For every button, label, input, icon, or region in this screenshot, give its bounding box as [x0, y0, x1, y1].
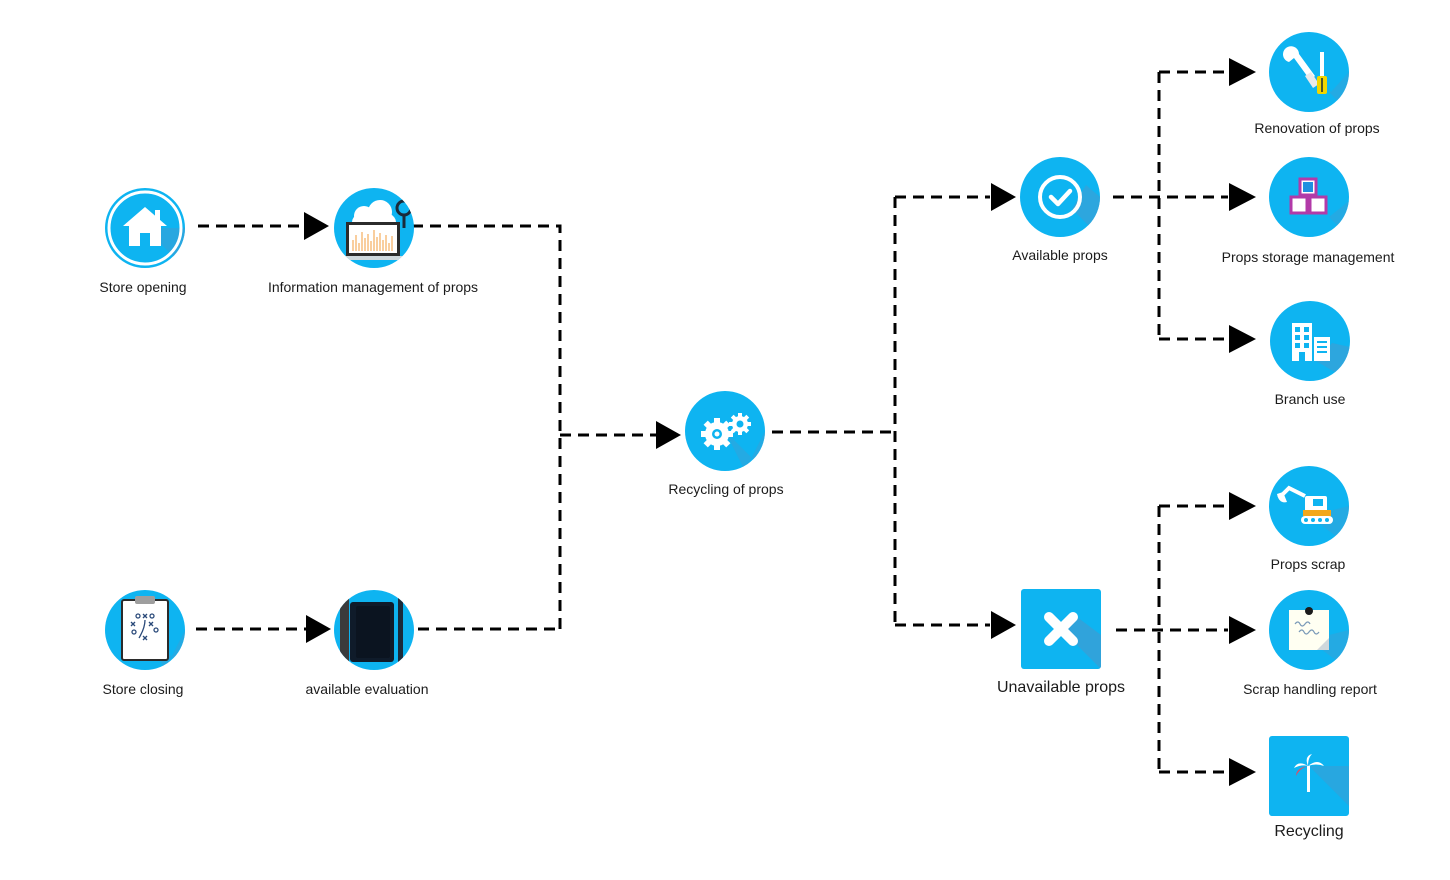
arrowhead	[1229, 616, 1256, 644]
tools-icon	[1269, 32, 1349, 112]
clipboard-strategy-icon	[105, 590, 185, 670]
connector-info-to-junction	[412, 224, 562, 629]
node-label-store-closing: Store closing	[102, 681, 184, 697]
excavator-icon	[1269, 466, 1349, 546]
notebook-icon	[334, 590, 414, 670]
stacked-boxes-icon	[1269, 157, 1349, 237]
home-icon	[105, 188, 185, 268]
arrowhead	[306, 615, 331, 643]
gears-icon	[685, 391, 765, 471]
arrowhead	[1229, 58, 1256, 86]
arrowhead	[991, 183, 1016, 211]
palm-tree-icon	[1269, 736, 1349, 816]
node-label-renovation-of-props: Renovation of props	[1254, 120, 1380, 136]
node-label-recycling: Recycling	[1274, 823, 1344, 840]
check-circle-icon	[1020, 157, 1100, 237]
node-label-info-management: Information management of props	[267, 279, 479, 295]
arrowhead	[656, 421, 681, 449]
node-label-recycling-of-props: Recycling of props	[668, 481, 784, 497]
node-label-store-opening: Store opening	[99, 279, 187, 295]
node-label-branch-use: Branch use	[1274, 391, 1346, 407]
node-label-unavailable-props: Unavailable props	[996, 679, 1126, 696]
pinned-note-icon	[1269, 590, 1349, 670]
node-label-props-scrap: Props scrap	[1270, 556, 1346, 572]
cloud-analytics-icon	[334, 188, 414, 268]
arrowhead	[1229, 492, 1256, 520]
node-label-props-storage-management: Props storage management	[1221, 249, 1395, 265]
buildings-icon	[1270, 301, 1350, 381]
arrowhead	[1229, 758, 1256, 786]
node-label-scrap-handling-report: Scrap handling report	[1243, 681, 1377, 697]
arrowhead	[991, 611, 1016, 639]
arrowhead	[304, 212, 329, 240]
cross-icon	[1021, 589, 1101, 669]
arrowhead	[1229, 183, 1256, 211]
arrowhead	[1229, 325, 1256, 353]
node-label-available-evaluation: available evaluation	[305, 681, 429, 697]
node-label-available-props: Available props	[1012, 247, 1108, 263]
